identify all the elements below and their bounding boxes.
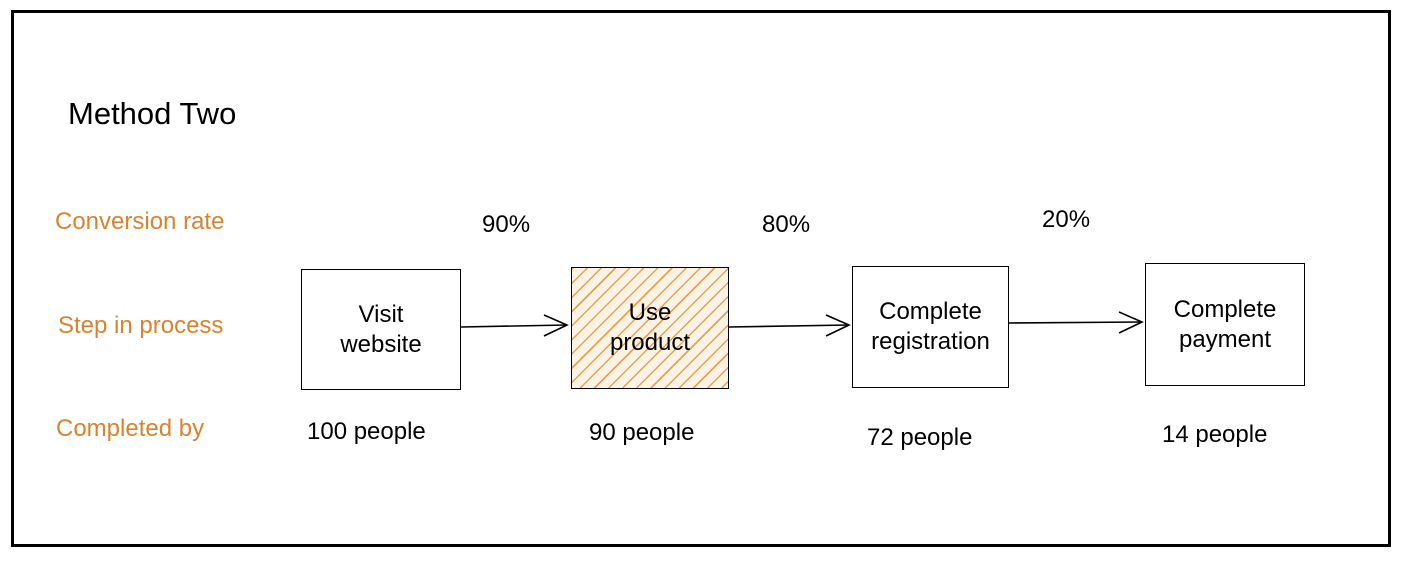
step-box-visit-website: Visit website (301, 269, 461, 390)
step-label: Use product (610, 298, 690, 358)
row-label-conversion-rate: Conversion rate (55, 208, 225, 235)
arrow-registration-to-payment (1008, 311, 1144, 334)
step-label-line1: Complete (1173, 295, 1277, 323)
step-label-line2: registration (871, 328, 990, 355)
row-label-step-in-process: Step in process (58, 312, 224, 339)
step-label: Visit website (340, 300, 421, 360)
conversion-rate-2: 80% (762, 211, 811, 238)
step-label-line2: website (340, 330, 422, 358)
completed-by-count-2: 90 people (589, 419, 695, 446)
step-label-line2: product (609, 329, 691, 356)
conversion-rate-3: 20% (1042, 206, 1091, 233)
step-label-line1: Visit (358, 300, 404, 328)
step-label-line1: Complete (879, 298, 982, 325)
completed-by-count-4: 14 people (1162, 421, 1268, 448)
step-label-line2: payment (1178, 325, 1272, 353)
completed-by-count-1: 100 people (307, 418, 426, 445)
step-box-use-product: Use product (571, 267, 729, 389)
conversion-rate-1: 90% (482, 211, 531, 238)
step-box-complete-registration: Complete registration (852, 266, 1009, 388)
step-label: Complete registration (871, 297, 990, 357)
step-label: Complete payment (1174, 295, 1277, 355)
row-label-completed-by: Completed by (56, 415, 205, 442)
arrow-use-to-registration (728, 314, 851, 337)
diagram-frame (11, 10, 1391, 547)
step-box-complete-payment: Complete payment (1145, 263, 1305, 386)
diagram-title: Method Two (68, 96, 237, 131)
completed-by-count-3: 72 people (867, 424, 973, 451)
step-label-line1: Use (628, 299, 672, 326)
arrow-visit-to-use (460, 314, 569, 337)
